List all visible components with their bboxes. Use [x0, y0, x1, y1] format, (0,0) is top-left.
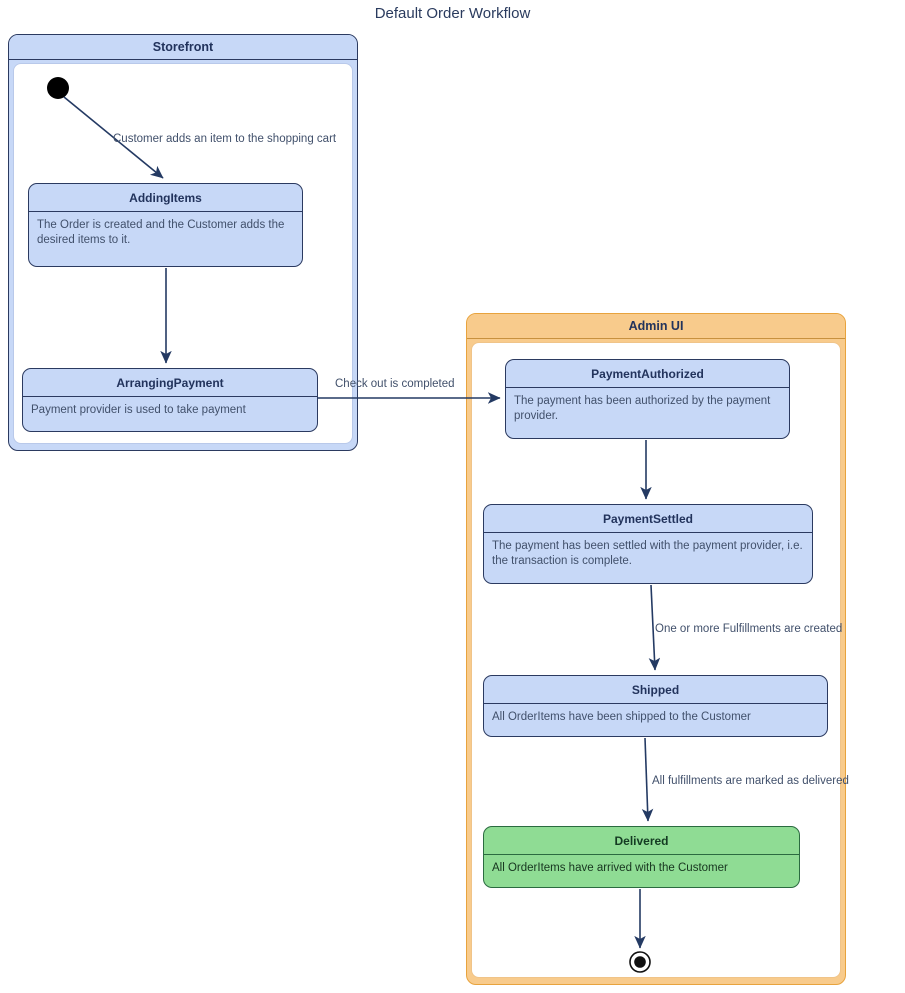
state-description-payment-authorized: The payment has been authorized by the p…	[514, 395, 771, 422]
composite-header-storefront: Storefront	[9, 35, 357, 60]
transition-label-check-out-completed: Check out is completed	[335, 378, 455, 390]
transition-label-marked-as-delivered: All fulfillments are marked as delivered	[652, 775, 849, 787]
state-title-payment-settled: PaymentSettled	[484, 505, 812, 533]
state-description-payment-settled: The payment has been settled with the pa…	[492, 540, 803, 567]
state-description-delivered: All OrderItems have arrived with the Cus…	[492, 862, 728, 874]
composite-header-admin-ui: Admin UI	[467, 314, 845, 339]
state-title-adding-items: AddingItems	[29, 184, 302, 212]
state-title-delivered: Delivered	[484, 827, 799, 855]
state-shipped[interactable]: Shipped All OrderItems have been shipped…	[483, 675, 828, 737]
state-payment-authorized[interactable]: PaymentAuthorized The payment has been a…	[505, 359, 790, 439]
state-description-arranging-payment: Payment provider is used to take payment	[31, 404, 246, 416]
state-arranging-payment[interactable]: ArrangingPayment Payment provider is use…	[22, 368, 318, 432]
state-title-payment-authorized: PaymentAuthorized	[506, 360, 789, 388]
state-adding-items[interactable]: AddingItems The Order is created and the…	[28, 183, 303, 267]
state-delivered[interactable]: Delivered All OrderItems have arrived wi…	[483, 826, 800, 888]
transition-label-fulfillments-created: One or more Fulfillments are created	[655, 623, 843, 635]
state-description-adding-items: The Order is created and the Customer ad…	[37, 219, 285, 246]
state-description-shipped: All OrderItems have been shipped to the …	[492, 711, 751, 723]
state-payment-settled[interactable]: PaymentSettled The payment has been sett…	[483, 504, 813, 584]
state-title-shipped: Shipped	[484, 676, 827, 704]
state-title-arranging-payment: ArrangingPayment	[23, 369, 317, 397]
page-title: Default Order Workflow	[374, 5, 531, 22]
transition-label-customer-adds-item: Customer adds an item to the shopping ca…	[113, 133, 337, 145]
